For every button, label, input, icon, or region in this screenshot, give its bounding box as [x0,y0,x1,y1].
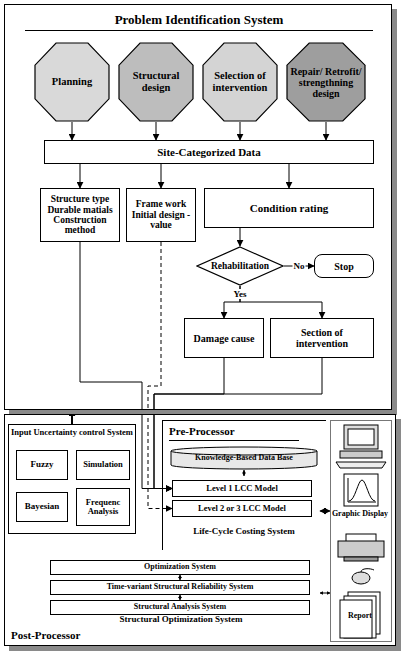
edge-label: Yes [233,289,248,299]
node-label: Section of intervention [274,327,370,349]
node-label: Stop [334,261,353,272]
method-box: Fuzzy [16,450,68,480]
connector [289,164,290,188]
node-label: Condition rating [250,202,329,214]
node-label: Frame work Initial design - value [130,199,192,230]
processor-frame: Post-Processor Pre-ProcessorKnowledge-Bas… [4,414,396,646]
edge-label: No [293,261,306,271]
node-label: Report [330,612,390,621]
connector [240,228,241,246]
node-label: Post-Processor [11,629,151,641]
connector [320,593,330,594]
optimization-system: Structural Optimization System Optimizati… [40,556,320,630]
node-label: Frequenc Analysis [80,498,126,517]
node-label: Problem Identification System [25,13,373,31]
process-box: Condition rating [204,188,374,228]
node-label: Life-Cycle Costing System [167,527,321,537]
connector [244,470,245,476]
connector [240,122,241,140]
lcc-model-box: Level 1 LCC Model [172,480,312,497]
panel-outline [330,420,392,642]
connector [71,410,73,424]
process-box: Structure type Durable matials Construct… [40,188,120,242]
method-box: Simulation [76,450,130,480]
octagon-step: Planning [34,42,110,122]
data-box: Site-Categorized Data [44,140,374,164]
process-box: Frame work Initial design - value [126,188,196,242]
node-label: Knowledge-Based Data Base [195,454,293,463]
node-label: Rehabilitation [211,261,269,271]
octagon-step: Repair/ Retrofit/ strengthning design [286,42,366,122]
node-label: Structural Optimization System [41,615,321,625]
octagon-step: Selection of intervention [202,42,278,122]
lcc-model-box: Level 2 or 3 LCC Model [172,500,312,517]
connector [148,242,172,509]
system-frame: Problem Identification SystemPlanningStr… [4,4,392,410]
terminal-box: Stop [314,254,374,278]
node-label: Bayesian [25,502,60,512]
node-label: Structure type Durable matials Construct… [44,194,116,236]
preprocessor-region: Pre-ProcessorKnowledge-Based Data BaseLi… [162,420,326,550]
connector [240,286,322,318]
layer-bar: Optimization System [50,560,310,575]
node-label: Planning [52,76,92,88]
process-box: Section of intervention [270,318,374,358]
process-box: Damage cause [184,318,264,358]
decision-diamond: Rehabilitation [196,246,284,286]
node-label: Structural Analysis System [134,603,226,612]
node-label: Optimization System [144,563,216,572]
connector [326,122,327,140]
connector [80,164,81,188]
node-label: Damage cause [194,333,255,344]
method-box: Bayesian [16,492,68,522]
node-label: Input Uncertainty control System [11,428,133,437]
connector [154,358,322,489]
connector [161,164,162,188]
node-label: Pre-Processor [169,425,299,441]
uncertainty-box: Input Uncertainty control SystemFuzzy Sim… [8,424,136,534]
node-label: Simulation [83,460,123,469]
node-label: Repair/ Retrofit/ strengthning design [289,66,363,99]
node-label: Level 1 LCC Model [206,484,278,493]
node-label: Graphic Display [330,510,390,519]
database-cylinder: Knowledge-Based Data Base [170,446,318,470]
output-devices: Graphic DisplayReport [330,420,392,642]
octagon-step: Structural design [118,42,194,122]
layer-bar: Time-variant Structural Reliability Syst… [50,580,310,595]
connector [320,511,330,512]
lcc-system: Life-Cycle Costing System Level 1 LCC Mod… [166,476,320,546]
node-label: Level 2 or 3 LCC Model [198,504,286,513]
node-label: Selection of intervention [205,70,275,93]
method-box: Frequenc Analysis [76,488,130,526]
connector [156,122,157,140]
node-label: Structural design [121,70,191,93]
layer-bar: Structural Analysis System [50,600,310,615]
node-label: Site-Categorized Data [157,146,261,158]
node-label: Time-variant Structural Reliability Syst… [107,583,254,592]
node-label: Fuzzy [31,460,54,470]
connector [72,122,73,140]
